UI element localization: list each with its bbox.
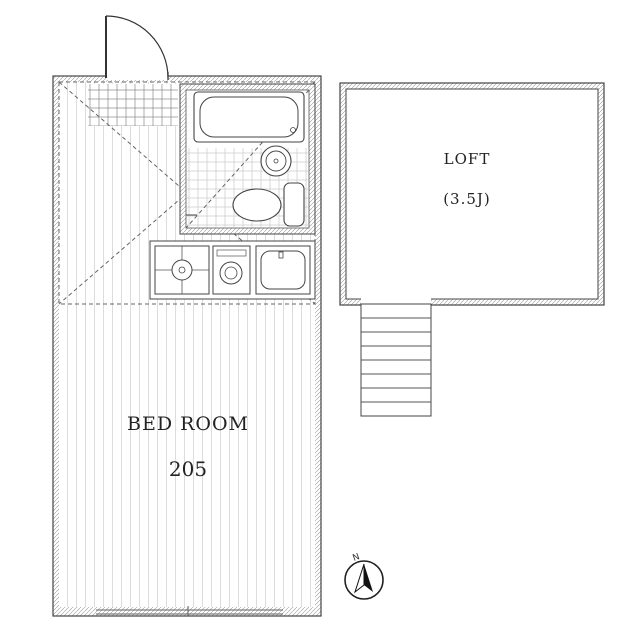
bathtub-inner <box>199 96 299 138</box>
loft-name: LOFT <box>444 150 491 168</box>
compass-arrow-outline-icon <box>354 563 365 594</box>
bathroom-basin-inner <box>265 150 287 172</box>
entry-door-swing <box>105 15 169 79</box>
bathtub-drain-icon <box>290 127 296 133</box>
compass-arrow-icon <box>364 564 373 592</box>
washing-machine-drum-inner-icon <box>224 266 238 280</box>
bedroom-number: 205 <box>169 457 207 481</box>
north-compass: N <box>344 552 384 600</box>
toilet-tank <box>283 182 305 227</box>
compass-north-label: N <box>351 552 361 564</box>
loft-stair-opening <box>361 298 431 307</box>
washing-machine-panel <box>216 249 247 257</box>
entrance-tile-grid <box>88 84 178 126</box>
loft-floor <box>345 88 599 300</box>
bathroom-basin-drain-icon <box>273 158 279 164</box>
kitchen-sink-basin <box>260 250 306 290</box>
loft-ladder <box>360 303 432 417</box>
bedroom-name: BED ROOM <box>127 413 249 435</box>
stove-burner-center-icon <box>178 266 186 274</box>
loft-size: (3.5J) <box>443 190 491 208</box>
toilet-bowl <box>232 188 282 222</box>
kitchen-faucet-icon <box>278 251 284 259</box>
loft-plan: LOFT (3.5J) <box>339 82 605 417</box>
entry-door-gap <box>106 72 168 80</box>
main-unit: BED ROOM 205 <box>52 15 322 617</box>
